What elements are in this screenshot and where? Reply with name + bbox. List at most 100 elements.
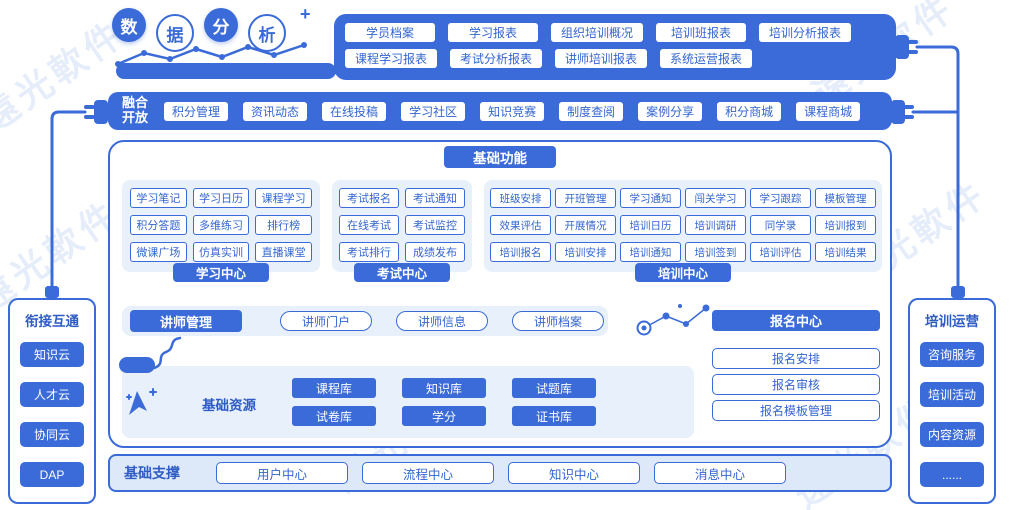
training-item[interactable]: 模板管理 — [815, 188, 876, 208]
training-ops-item[interactable]: 咨询服务 — [920, 342, 984, 367]
support-item[interactable]: 用户中心 — [216, 462, 348, 484]
logo-char-circle: 数 — [112, 8, 146, 42]
fusion-open-bar: 融合 开放 积分管理 资讯动态 在线投稿 学习社区 知识竞赛 制度查阅 案例分享… — [108, 92, 892, 130]
report-item[interactable]: 培训班报表 — [656, 23, 747, 42]
training-item[interactable]: 开展情况 — [555, 215, 616, 235]
reports-bar: 学员档案 学习报表 组织培训概况 培训班报表 培训分析报表 课程学习报表 考试分… — [334, 14, 896, 80]
support-item[interactable]: 流程中心 — [362, 462, 494, 484]
fusion-item[interactable]: 资讯动态 — [243, 101, 308, 121]
exam-item[interactable]: 成绩发布 — [405, 242, 465, 262]
exam-center-grid: 考试报名 考试通知 在线考试 考试监控 考试排行 成绩发布 — [339, 188, 465, 262]
training-item[interactable]: 闯关学习 — [685, 188, 746, 208]
training-operations-panel: 培训运营 咨询服务 培训活动 内容资源 ...... — [908, 298, 996, 504]
resource-item[interactable]: 试题库 — [512, 378, 596, 398]
fusion-item[interactable]: 课程商城 — [796, 101, 861, 121]
report-item[interactable]: 组织培训概况 — [551, 23, 644, 42]
training-item[interactable]: 同学录 — [750, 215, 811, 235]
exam-item[interactable]: 考试通知 — [405, 188, 465, 208]
training-item[interactable]: 培训结果 — [815, 242, 876, 262]
training-item[interactable]: 效果评估 — [490, 215, 551, 235]
fusion-item[interactable]: 制度查阅 — [559, 101, 624, 121]
report-item[interactable]: 课程学习报表 — [345, 49, 438, 68]
interop-panel: 衔接互通 知识云 人才云 协同云 DAP — [8, 298, 96, 504]
fusion-open-title: 融合 开放 — [122, 95, 149, 126]
interop-item[interactable]: 人才云 — [20, 382, 84, 407]
registration-item[interactable]: 报名模板管理 — [712, 400, 880, 421]
resource-item[interactable]: 证书库 — [512, 406, 596, 426]
registration-center-label: 报名中心 — [712, 310, 880, 331]
training-item[interactable]: 培训安排 — [555, 242, 616, 262]
basic-functions-title: 基础功能 — [444, 146, 556, 168]
reports-row-2: 课程学习报表 考试分析报表 讲师培训报表 系统运营报表 — [345, 49, 896, 68]
learning-item[interactable]: 学习笔记 — [130, 188, 187, 208]
fusion-item[interactable]: 积分商城 — [717, 101, 782, 121]
resource-item[interactable]: 试卷库 — [292, 406, 376, 426]
training-item[interactable]: 培训签到 — [685, 242, 746, 262]
report-item[interactable]: 学员档案 — [345, 23, 435, 42]
instructor-item[interactable]: 讲师档案 — [512, 311, 604, 331]
training-item[interactable]: 学习跟踪 — [750, 188, 811, 208]
support-item[interactable]: 知识中心 — [508, 462, 640, 484]
interop-item[interactable]: 知识云 — [20, 342, 84, 367]
training-item[interactable]: 学习通知 — [620, 188, 681, 208]
sparkle-icon: + — [300, 4, 311, 24]
exam-item[interactable]: 考试监控 — [405, 215, 465, 235]
training-item[interactable]: 培训通知 — [620, 242, 681, 262]
learning-item[interactable]: 排行榜 — [255, 215, 312, 235]
fusion-item[interactable]: 积分管理 — [164, 101, 229, 121]
exam-item[interactable]: 考试排行 — [339, 242, 399, 262]
learning-center-panel: 学习笔记 学习日历 课程学习 积分答题 多维练习 排行榜 微课广场 仿真实训 直… — [122, 180, 320, 282]
exam-center-label: 考试中心 — [354, 263, 450, 282]
exam-item[interactable]: 考试报名 — [339, 188, 399, 208]
learning-item[interactable]: 积分答题 — [130, 215, 187, 235]
resource-item[interactable]: 知识库 — [402, 378, 486, 398]
fusion-title-line2: 开放 — [122, 110, 149, 125]
interop-item[interactable]: 协同云 — [20, 422, 84, 447]
report-item[interactable]: 考试分析报表 — [450, 49, 543, 68]
learning-item[interactable]: 微课广场 — [130, 242, 187, 262]
report-item[interactable]: 培训分析报表 — [759, 23, 852, 42]
registration-item[interactable]: 报名审核 — [712, 374, 880, 395]
learning-item[interactable]: 多维练习 — [192, 215, 250, 235]
basic-resources-label: 基础资源 — [202, 398, 256, 413]
training-ops-item[interactable]: ...... — [920, 462, 984, 487]
report-item[interactable]: 系统运营报表 — [660, 49, 753, 68]
training-center-panel: 班级安排 开班管理 学习通知 闯关学习 学习跟踪 模板管理 效果评估 开展情况 … — [484, 180, 882, 282]
instructor-item[interactable]: 讲师门户 — [280, 311, 372, 331]
resource-item[interactable]: 课程库 — [292, 378, 376, 398]
learning-item[interactable]: 学习日历 — [192, 188, 250, 208]
exam-center-panel: 考试报名 考试通知 在线考试 考试监控 考试排行 成绩发布 考试中心 — [332, 180, 472, 282]
interop-item[interactable]: DAP — [20, 462, 84, 487]
training-item[interactable]: 培训调研 — [685, 215, 746, 235]
report-item[interactable]: 学习报表 — [448, 23, 538, 42]
fusion-item[interactable]: 在线投稿 — [322, 101, 387, 121]
logo-char-circle: 据 — [156, 14, 194, 52]
basic-functions-container: 基础功能 学习笔记 学习日历 课程学习 积分答题 多维练习 排行榜 微课广场 仿… — [108, 140, 892, 448]
learning-item[interactable]: 直播课堂 — [255, 242, 312, 262]
instructor-item[interactable]: 讲师信息 — [396, 311, 488, 331]
report-item[interactable]: 讲师培训报表 — [555, 49, 648, 68]
logo-char-circle: 析 — [248, 14, 286, 52]
support-item[interactable]: 消息中心 — [654, 462, 786, 484]
training-item[interactable]: 培训报到 — [815, 215, 876, 235]
training-item[interactable]: 班级安排 — [490, 188, 551, 208]
fusion-title-line1: 融合 — [122, 95, 149, 111]
learning-item[interactable]: 仿真实训 — [192, 242, 250, 262]
training-item[interactable]: 培训报名 — [490, 242, 551, 262]
training-ops-item[interactable]: 培训活动 — [920, 382, 984, 407]
fusion-item[interactable]: 知识竞赛 — [480, 101, 545, 121]
training-item[interactable]: 培训日历 — [620, 215, 681, 235]
resource-item[interactable]: 学分 — [402, 406, 486, 426]
fusion-item[interactable]: 学习社区 — [401, 101, 466, 121]
training-item[interactable]: 开班管理 — [555, 188, 616, 208]
learning-item[interactable]: 课程学习 — [255, 188, 312, 208]
training-center-label: 培训中心 — [635, 263, 731, 282]
registration-item[interactable]: 报名安排 — [712, 348, 880, 369]
decorative-tab — [119, 357, 155, 373]
exam-item[interactable]: 在线考试 — [339, 215, 399, 235]
training-item[interactable]: 培训评估 — [750, 242, 811, 262]
logo-char-circle: 分 — [204, 8, 238, 42]
fusion-item[interactable]: 案例分享 — [638, 101, 703, 121]
training-ops-item[interactable]: 内容资源 — [920, 422, 984, 447]
